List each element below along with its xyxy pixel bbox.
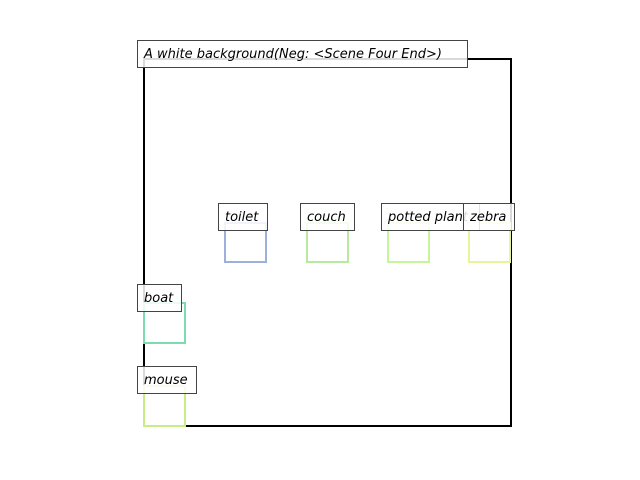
- boat-label: boat: [137, 284, 182, 312]
- toilet-label: toilet: [218, 203, 268, 231]
- mouse-label: mouse: [137, 366, 197, 394]
- zebra-label: zebra: [463, 203, 515, 231]
- couch-label: couch: [300, 203, 355, 231]
- scene-title: A white background(Neg: <Scene Four End>…: [137, 40, 468, 68]
